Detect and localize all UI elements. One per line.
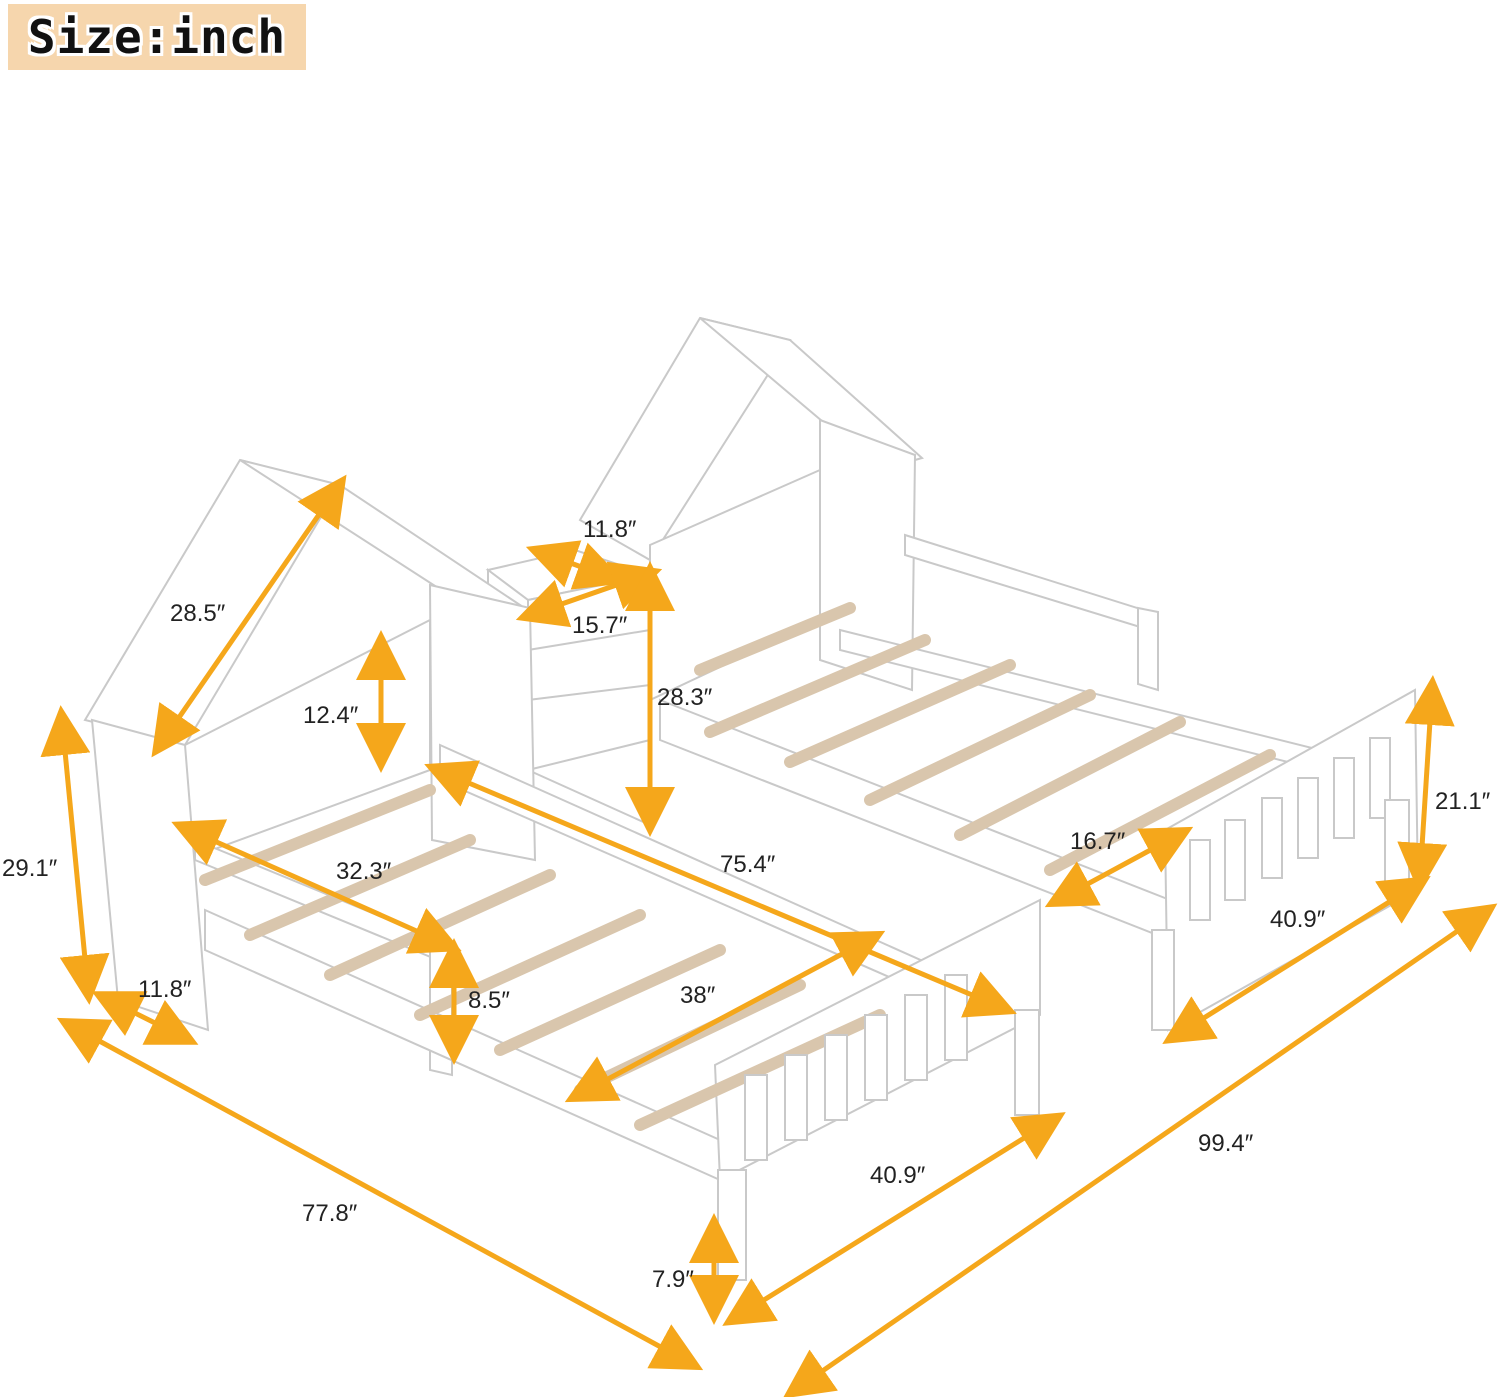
label-inner-width: 38″ [680, 982, 716, 1009]
label-bed-length: 75.4″ [720, 851, 776, 878]
label-shelf-height: 28.3″ [657, 684, 713, 711]
arrow-roof-slope [151, 474, 347, 758]
right-guard-post [1137, 606, 1159, 692]
label-left-height: 29.1″ [2, 855, 58, 882]
dimension-arrows [40, 474, 1498, 1397]
label-clearance: 7.9″ [652, 1266, 694, 1293]
label-foot-gap: 16.7″ [1070, 828, 1126, 855]
arrow-right-front-width [1162, 876, 1431, 1044]
label-guard-rail: 32.3″ [336, 858, 392, 885]
right-guard-rail [904, 533, 1151, 632]
label-roof-slope: 28.5″ [170, 600, 226, 627]
size-unit-badge: Size:inch [8, 4, 306, 70]
arrow-foot-gap [1044, 826, 1194, 908]
arrow-overall-length [56, 1017, 704, 1371]
label-shelf-top-width: 11.8″ [583, 516, 637, 543]
left-center-post [428, 583, 537, 862]
label-left-base-depth: 11.8″ [138, 976, 192, 1003]
right-post [819, 418, 917, 692]
arrow-footboard-height [1397, 675, 1455, 893]
label-front-width: 40.9″ [870, 1162, 926, 1189]
label-overall-width: 99.4″ [1198, 1130, 1254, 1157]
label-right-front-width: 40.9″ [1270, 906, 1326, 933]
label-shelf-depth: 15.7″ [572, 612, 628, 639]
label-overall-length: 77.8″ [302, 1200, 358, 1227]
arrow-guard-rail [171, 819, 462, 954]
label-rail-height: 8.5″ [468, 987, 510, 1014]
label-headboard-panel: 12.4″ [303, 702, 359, 729]
arrow-front-width [722, 1112, 1066, 1326]
arrow-left-height [40, 705, 110, 1005]
label-footboard-height: 21.1″ [1435, 788, 1491, 815]
